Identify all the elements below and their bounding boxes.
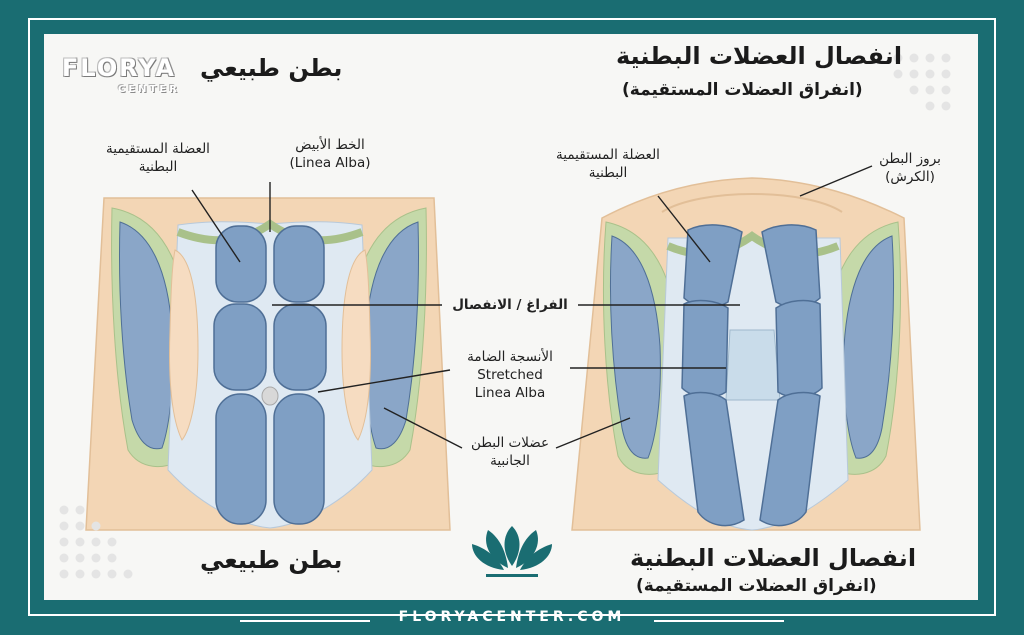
- florya-logo: FLORYA CENTER: [62, 54, 190, 100]
- normal-pale-band-right: [341, 249, 371, 441]
- diastasis-diagram: [571, 165, 921, 531]
- linea-alba-label: الخط الأبيض (Linea Alba): [289, 137, 371, 171]
- diastasis-outer-muscle-left: [609, 235, 661, 459]
- normal-rectus-right-3: [273, 393, 325, 525]
- normal-abdomen-diagram: [85, 182, 451, 531]
- diastasis-rectus-right-2: [775, 299, 823, 398]
- normal-outer-muscle-right: [364, 221, 419, 450]
- diastasis-rectus-label: العضلة المستقيمية البطنية: [556, 147, 660, 181]
- logo-main-text: FLORYA: [62, 54, 177, 82]
- logo-sub-text: CENTER: [118, 84, 180, 95]
- diastasis-title: انفصال العضلات البطنية: [616, 42, 903, 70]
- normal-rectus-left-2: [213, 303, 267, 391]
- diastasis-belly-bulge: [661, 193, 843, 213]
- normal-rectus-label: العضلة المستقيمية البطنية: [106, 141, 210, 175]
- stretched-linea-alba-label: الأنسجة الضامة Stretched Linea Alba: [467, 349, 553, 401]
- obliques-label: عضلات البطن الجانبية: [470, 435, 550, 469]
- diastasis-bottom-title: انفصال العضلات البطنية: [630, 544, 917, 572]
- diastasis-stretched-tissue: [725, 329, 781, 401]
- footer-line-right: [654, 620, 784, 622]
- diastasis-subtitle: (انفراق العضلات المستقيمة): [622, 80, 863, 100]
- normal-rectus-right-1: [273, 225, 325, 303]
- normal-title: بطن طبيعي: [200, 54, 343, 82]
- decorative-dots-bottom-left: [59, 505, 133, 579]
- normal-sheath: [167, 221, 373, 529]
- belly-bulge-label: بروز البطن (الكرش): [879, 151, 941, 185]
- gap-label: الفراغ / الانفصال: [452, 297, 568, 313]
- normal-navel: [261, 386, 279, 406]
- diastasis-rectus-right-3: [759, 391, 821, 527]
- center-leader-lines: [272, 304, 740, 449]
- diastasis-rectus-left-2: [681, 299, 729, 398]
- normal-rectus-right-2: [273, 303, 327, 391]
- normal-outer-muscle-left: [119, 221, 174, 450]
- website-link[interactable]: FLORYACENTER.COM: [398, 609, 626, 625]
- normal-rectus-left-3: [215, 393, 267, 525]
- decorative-dots-top-right: [893, 53, 951, 111]
- diastasis-rectus-left-3: [683, 391, 745, 527]
- outer-frame: [28, 18, 996, 616]
- footer-line-left: [240, 620, 370, 622]
- normal-bottom-title: بطن طبيعي: [200, 546, 343, 574]
- normal-pale-band-left: [169, 249, 199, 441]
- diastasis-bottom-subtitle: (انفراق العضلات المستقيمة): [636, 576, 877, 596]
- leaf-logo-icon: [472, 526, 552, 577]
- diastasis-outer-muscle-right: [843, 235, 895, 459]
